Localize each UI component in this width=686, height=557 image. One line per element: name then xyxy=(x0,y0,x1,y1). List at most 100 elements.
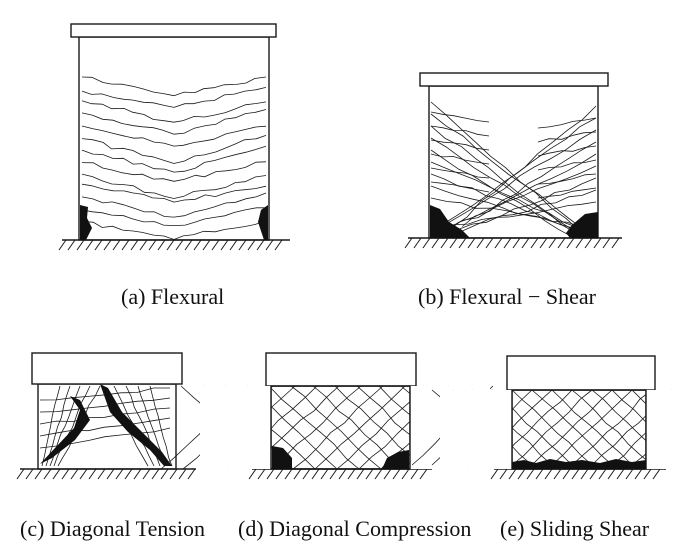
flexural-crack xyxy=(173,135,267,164)
hatch-mark xyxy=(562,468,571,480)
flexural-crack xyxy=(173,101,267,123)
hatch-mark xyxy=(383,468,392,480)
flexural-crack xyxy=(173,109,267,135)
flexural-crack xyxy=(537,145,597,157)
hatch-mark xyxy=(121,239,130,251)
hatch-mark xyxy=(440,237,449,249)
diagonal-crack xyxy=(290,385,382,470)
minor-crack xyxy=(39,407,171,425)
hatch-mark xyxy=(302,468,311,480)
hatch-mark xyxy=(139,239,148,251)
flexural-crack xyxy=(173,220,267,240)
flexural-crack xyxy=(173,175,267,199)
hatch-mark xyxy=(392,468,401,480)
hatch-mark xyxy=(580,468,589,480)
mask-left xyxy=(200,386,271,469)
hatch-mark xyxy=(202,239,211,251)
hatch-mark xyxy=(652,468,661,480)
flexural-crack xyxy=(81,100,175,123)
hatch-mark xyxy=(404,237,413,249)
diagonal-crack xyxy=(41,385,61,467)
wall-outline xyxy=(511,389,647,470)
wall-outline xyxy=(78,36,270,241)
shear-crack xyxy=(430,149,573,238)
hatch-mark xyxy=(133,468,142,480)
hatch-mark xyxy=(584,237,593,249)
hatch-mark xyxy=(557,237,566,249)
hatch-mark xyxy=(643,468,652,480)
wall-outline xyxy=(270,385,411,470)
flexural-crack xyxy=(537,173,597,185)
hatch-mark xyxy=(499,468,508,480)
flexural-crack xyxy=(430,153,490,165)
hatch-mark xyxy=(589,468,598,480)
hatch-mark xyxy=(544,468,553,480)
flexural-crack xyxy=(81,76,175,97)
flexural-crack xyxy=(81,221,175,240)
shear-crack xyxy=(444,153,597,232)
hatch-mark xyxy=(94,239,103,251)
ground-hatching xyxy=(404,237,620,249)
flexural-crack xyxy=(81,138,175,164)
wall-outline xyxy=(511,389,647,470)
hatch-mark xyxy=(76,239,85,251)
corner-crushing-right xyxy=(382,450,409,469)
hatch-mark xyxy=(526,468,535,480)
hatch-mark xyxy=(124,468,133,480)
hatch-mark xyxy=(616,468,625,480)
hatch-mark xyxy=(142,468,151,480)
shear-crack xyxy=(430,101,583,234)
hatch-mark xyxy=(157,239,166,251)
hatch-mark xyxy=(494,237,503,249)
flexural-crack xyxy=(537,159,597,171)
minor-crack xyxy=(39,397,171,413)
mask-right xyxy=(646,390,686,469)
flexural-crack xyxy=(81,149,175,173)
caption-d: (d) Diagonal Compression xyxy=(238,516,472,541)
ground-hatching xyxy=(58,239,283,251)
minor-crack xyxy=(39,417,171,437)
hatch-mark xyxy=(79,468,88,480)
hatch-mark xyxy=(512,237,521,249)
hatch-mark xyxy=(193,239,202,251)
toe-crushing-left xyxy=(80,205,92,240)
wall-outline xyxy=(270,385,411,470)
flexural-crack xyxy=(173,87,267,108)
ground-hatching xyxy=(248,468,428,480)
hatch-mark xyxy=(43,468,52,480)
shear-crack xyxy=(458,189,597,230)
hatch-mark xyxy=(16,468,25,480)
hatch-mark xyxy=(103,239,112,251)
flexural-crack xyxy=(430,167,490,179)
flexural-crack xyxy=(173,185,267,203)
hatch-mark xyxy=(467,237,476,249)
diagonal-crack xyxy=(314,385,406,470)
hatch-mark xyxy=(410,468,419,480)
flexural-crack xyxy=(173,192,267,218)
hatch-mark xyxy=(401,468,410,480)
hatch-mark xyxy=(97,468,106,480)
hatch-mark xyxy=(419,468,428,480)
hatch-mark xyxy=(184,239,193,251)
flexural-crack xyxy=(173,207,266,226)
flexural-crack xyxy=(81,112,175,135)
shear-crack xyxy=(430,173,566,227)
wall-outline xyxy=(428,85,599,239)
caption-a: (a) Flexural xyxy=(121,284,225,309)
flexural-crack xyxy=(537,117,597,129)
hatch-mark xyxy=(458,237,467,249)
hatch-mark xyxy=(374,468,383,480)
hatch-mark xyxy=(347,468,356,480)
caption-b: (b) Flexural − Shear xyxy=(418,284,596,309)
hatch-mark xyxy=(503,237,512,249)
shear-crack xyxy=(441,117,597,226)
hatch-mark xyxy=(365,468,374,480)
panel-a-flexural-drawing xyxy=(58,23,290,251)
top-beam xyxy=(419,72,609,87)
hatch-mark xyxy=(490,468,499,480)
hatch-mark xyxy=(115,468,124,480)
hatch-mark xyxy=(148,239,157,251)
shear-crack xyxy=(448,165,597,229)
hatch-mark xyxy=(521,237,530,249)
wide-diagonal-crack xyxy=(100,384,172,466)
